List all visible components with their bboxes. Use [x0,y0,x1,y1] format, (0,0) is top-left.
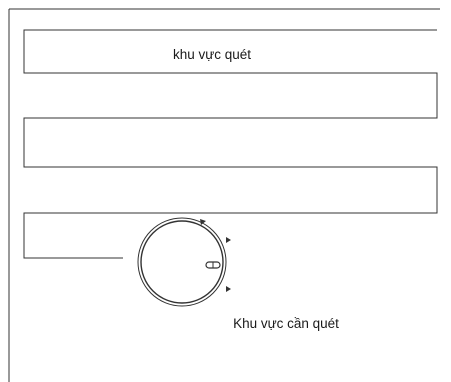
title-label: khu vực quét [173,47,251,62]
robot-outer-ring [137,217,227,307]
cleaning-path [23,29,438,259]
direction-marker-icon [226,237,231,243]
robot-vacuum-icon [137,217,231,307]
area-label: Khu vực cần quét [233,316,339,331]
direction-marker-icon [226,286,231,292]
robot-inner-ring [140,220,224,304]
direction-marker-icon [200,219,206,225]
